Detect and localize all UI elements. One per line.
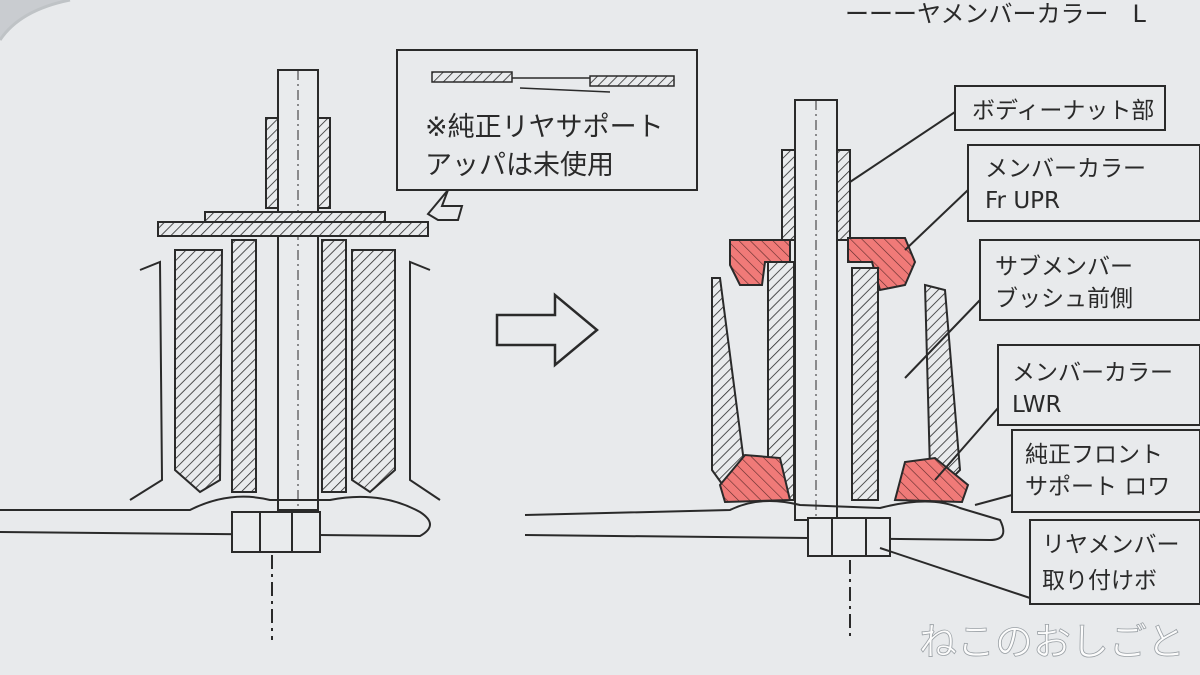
right-sleeve-right: [851, 267, 879, 501]
right-nut: [807, 517, 891, 557]
note-pointer-arrow: [426, 189, 464, 221]
header-partial: ーーーヤメンバーカラー L: [845, 0, 1147, 28]
callout-3-line-1: メンバーカラー: [1012, 360, 1173, 386]
note-washer-right: [589, 75, 675, 87]
callout-frame-2: [979, 239, 1200, 321]
leader-1: [904, 189, 969, 251]
left-plate: [157, 221, 429, 237]
transition-arrow: [495, 292, 599, 368]
callout-frame-3: [997, 344, 1200, 426]
note-frame: [396, 49, 698, 191]
lower-collar-right: [893, 456, 970, 504]
right-assembly: [524, 99, 1005, 640]
left-assembly: [0, 69, 441, 640]
left-sleeve-right: [321, 239, 347, 493]
callout-labels: ボディーナット部 メンバーカラー Fr UPR サブメンバー ブッシュ前側 メン…: [972, 98, 1180, 594]
callout-5-line-2: 取り付けボ: [1042, 568, 1157, 594]
right-thread-right: [836, 149, 851, 241]
left-thread-right: [317, 117, 331, 209]
note-line-1: ※純正リヤサポート: [425, 112, 664, 143]
leader-0: [849, 111, 956, 183]
note-washer-left: [431, 71, 513, 83]
callouts: [849, 85, 1200, 605]
callout-0-line-1: ボディーナット部: [972, 98, 1154, 124]
callout-frame-5: [1029, 519, 1200, 605]
callout-2-line-1: サブメンバー: [995, 254, 1133, 280]
left-frame-bracket: [129, 260, 441, 501]
callout-3-line-2: LWR: [1012, 392, 1061, 418]
callout-frame-0: [954, 85, 1166, 131]
paper-curl-edge: [0, 0, 71, 41]
callout-1-line-1: メンバーカラー: [985, 156, 1146, 182]
callout-frame-1: [967, 144, 1200, 222]
leader-4: [974, 494, 1013, 506]
callout-4-line-2: サポート ロワ: [1025, 474, 1170, 500]
left-nut: [231, 511, 321, 553]
left-sleeve-left: [231, 239, 257, 493]
upper-collar-right: [847, 237, 917, 292]
upper-collar-left: [729, 239, 791, 286]
callout-frame-4: [1011, 429, 1200, 513]
left-bushing-right: [351, 249, 396, 494]
leader-5: [879, 547, 1031, 599]
left-rail: [0, 495, 431, 538]
left-bushing-left: [174, 249, 224, 494]
left-thread-left: [265, 117, 279, 209]
callout-5-line-1: リヤメンバー: [1042, 532, 1180, 558]
right-thread-left: [781, 149, 796, 241]
callout-4-line-1: 純正フロント: [1025, 442, 1163, 468]
leader-3: [934, 407, 999, 481]
lower-collar-left: [718, 453, 792, 504]
callout-1-line-2: Fr UPR: [985, 188, 1060, 214]
left-plate-top: [204, 211, 386, 223]
watermark: ねこのおしごと: [919, 620, 1185, 664]
note-washer-center: [512, 77, 611, 93]
note-box: ※純正リヤサポート アッパは未使用: [396, 49, 698, 191]
note-line-2: アッパは未使用: [425, 150, 614, 181]
right-rail: [524, 500, 1005, 542]
callout-2-line-2: ブッシュ前側: [995, 286, 1133, 312]
leader-2: [904, 299, 981, 379]
